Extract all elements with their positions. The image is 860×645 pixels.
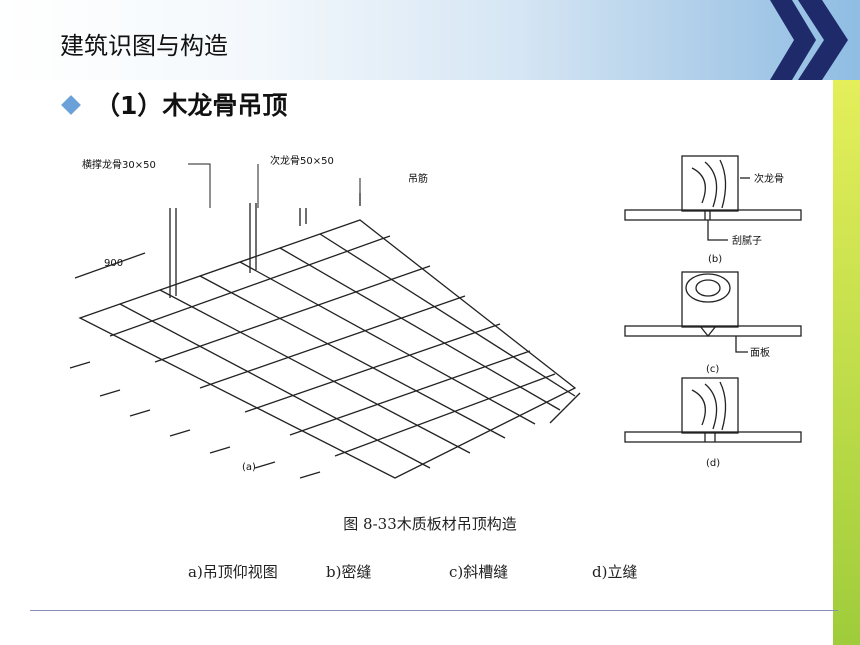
detail-b-joist-label: 次龙骨 [754,172,784,185]
detail-b-drawing [624,155,802,241]
ceiling-construction-figure: 横撑龙骨30×50 次龙骨50×50 吊筋 900 (a) 次龙骨 刮腻子 (b… [69,154,802,479]
chevron-nav-icon [770,0,848,80]
figure-caption: 图 8-33木质板材吊顶构造 [343,515,517,533]
subcaption-a: a)吊顶仰视图 [188,563,278,581]
ceiling-grid-drawing [69,193,581,479]
label-hanger: 吊筋 [408,172,428,185]
detail-c-panel-label: 面板 [750,346,770,359]
label-part-c: (c) [706,364,719,375]
detail-b-putty-label: 刮腻子 [732,234,762,247]
label-secondary-joist: 次龙骨50×50 [270,154,334,167]
footer-divider [30,610,838,611]
subcaption-c: c)斜槽缝 [449,563,509,581]
label-part-d: (d) [706,458,720,469]
label-part-b: (b) [708,254,722,265]
detail-d-drawing [624,377,802,443]
detail-c-drawing [624,271,802,353]
label-horizontal-joist: 横撑龙骨30×50 [82,158,156,171]
slide-subtitle: （1）木龙骨吊顶 [95,91,288,120]
label-part-a: (a) [242,462,256,473]
header-title: 建筑识图与构造 [60,32,228,60]
right-accent-strip [833,80,860,645]
header-bar: 建筑识图与构造 [0,0,860,80]
label-spacing: 900 [104,258,123,269]
subcaption-b: b)密缝 [326,563,372,581]
subcaption-d: d)立缝 [592,563,638,581]
diamond-bullet-icon [61,95,81,115]
